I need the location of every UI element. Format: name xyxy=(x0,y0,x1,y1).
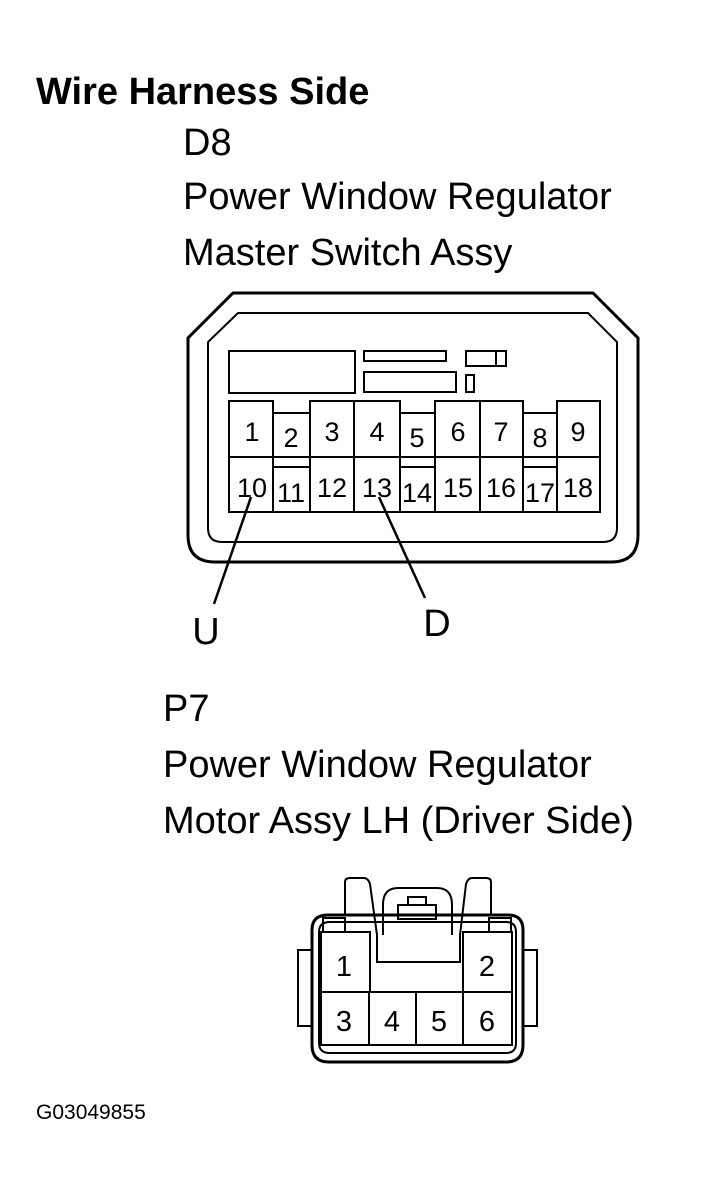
p7-housing-inner xyxy=(318,921,517,1054)
callout-d-leader xyxy=(377,496,427,599)
d8-pin-9: 9 xyxy=(570,417,585,447)
d8-pin-17: 17 xyxy=(525,478,555,508)
d8-pin-6: 6 xyxy=(450,417,465,447)
d8-pin-7: 7 xyxy=(493,417,508,447)
d8-callouts xyxy=(212,496,427,605)
d8-pin-13: 13 xyxy=(362,473,392,503)
p7-pin-labels: 1 2 3 4 5 6 xyxy=(336,951,495,1038)
p7-ear-left xyxy=(297,949,313,1027)
connector-d8 xyxy=(186,291,640,564)
callout-u-label: U xyxy=(192,611,219,653)
connector-p7-code: P7 xyxy=(163,688,210,730)
d8-key-slot-2 xyxy=(363,371,457,393)
p7-pin-2: 2 xyxy=(479,951,495,983)
p7-latch-tab xyxy=(397,904,437,920)
diagram-heading: Wire Harness Side xyxy=(36,71,370,113)
connector-d8-name-line2: Master Switch Assy xyxy=(183,232,513,274)
p7-pin-3: 3 xyxy=(336,1006,352,1038)
d8-pin-3: 3 xyxy=(324,417,339,447)
connector-d8-code: D8 xyxy=(183,122,232,164)
d8-pin-14: 14 xyxy=(402,478,432,508)
connector-p7-name-line2: Motor Assy LH (Driver Side) xyxy=(163,800,634,842)
p7-cavity-6 xyxy=(462,991,513,1046)
p7-ear-right xyxy=(522,949,538,1027)
d8-pin-4: 4 xyxy=(369,417,384,447)
d8-key-slot-4 xyxy=(465,374,475,393)
d8-pin-1: 1 xyxy=(244,417,259,447)
figure-id: G03049855 xyxy=(36,1101,146,1124)
d8-pin-18: 18 xyxy=(563,473,593,503)
p7-latch-tab-top xyxy=(407,896,427,906)
d8-pin-11: 11 xyxy=(277,478,305,508)
p7-lug-left xyxy=(322,917,346,933)
p7-housing-outer xyxy=(310,913,525,1064)
connector-d8-name-line1: Power Window Regulator xyxy=(183,176,612,218)
d8-key-slot-3 xyxy=(465,350,507,367)
d8-pin-15: 15 xyxy=(443,473,473,503)
p7-latch xyxy=(344,877,492,963)
d8-pin-10: 10 xyxy=(237,473,267,503)
p7-pin-6: 6 xyxy=(479,1006,495,1038)
p7-pin-5: 5 xyxy=(431,1006,447,1038)
p7-pin-4: 4 xyxy=(384,1006,400,1038)
d8-key-block-large xyxy=(228,350,356,394)
d8-pin-cavities xyxy=(228,400,601,513)
callout-d-label: D xyxy=(423,603,450,645)
d8-key-slot-1 xyxy=(363,350,447,362)
p7-lug-right xyxy=(488,917,512,933)
d8-pin-8: 8 xyxy=(532,423,547,453)
d8-housing-outer xyxy=(186,291,640,564)
connector-p7-name-line1: Power Window Regulator xyxy=(163,744,592,786)
connector-p7 xyxy=(297,877,538,1064)
d8-housing-inner xyxy=(207,312,618,543)
d8-pin-labels: 1 2 3 4 5 6 7 8 9 10 11 12 13 14 15 16 1… xyxy=(237,417,593,508)
callout-u-leader xyxy=(212,496,253,605)
d8-pin-12: 12 xyxy=(317,473,347,503)
p7-latch-center xyxy=(382,887,453,935)
p7-pin-1: 1 xyxy=(336,951,352,983)
d8-pin-2: 2 xyxy=(283,423,298,453)
d8-pin-16: 16 xyxy=(486,473,516,503)
d8-pin-5: 5 xyxy=(409,423,424,453)
